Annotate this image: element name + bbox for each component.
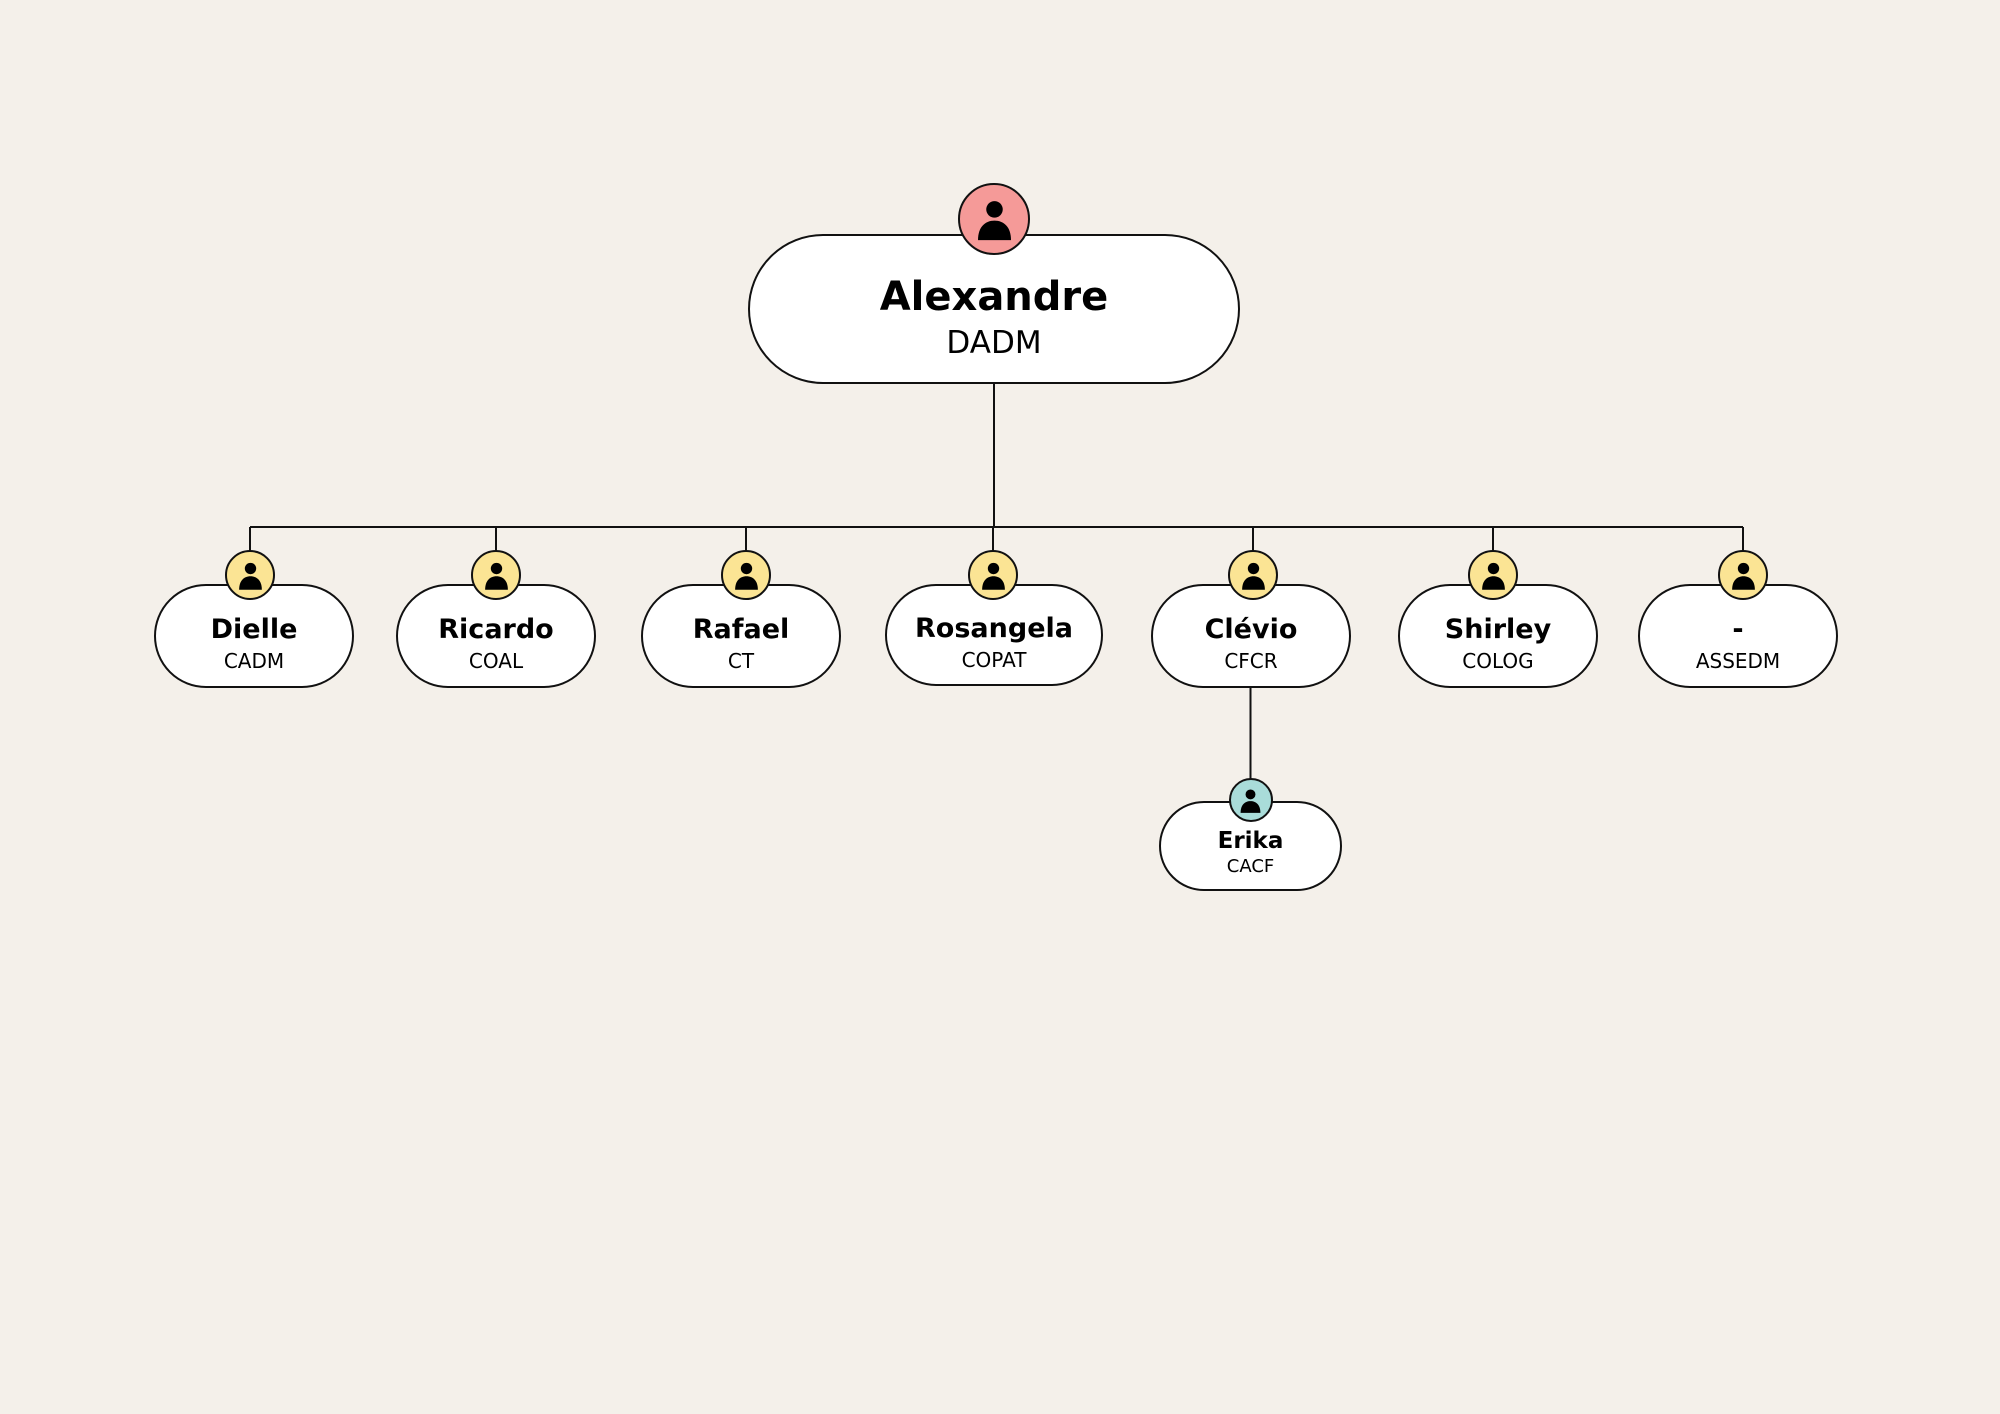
avatar-erika xyxy=(1228,778,1273,822)
user-icon xyxy=(1241,562,1265,590)
unit-code: COAL xyxy=(468,649,524,674)
unit-code: COPAT xyxy=(961,648,1027,673)
person-name: Ricardo xyxy=(438,613,554,645)
unit-code: COLOG xyxy=(1462,649,1534,674)
user-icon xyxy=(1731,562,1755,590)
avatar-rosangela xyxy=(968,550,1018,600)
avatar-root xyxy=(958,183,1030,255)
user-icon xyxy=(1240,788,1261,813)
avatar-dielle xyxy=(225,550,275,600)
avatar-shirley xyxy=(1468,550,1518,600)
unit-code: CACF xyxy=(1226,855,1275,877)
person-name: Clévio xyxy=(1204,613,1298,645)
person-name: Alexandre xyxy=(879,273,1109,320)
person-name: Dielle xyxy=(210,613,298,645)
user-icon xyxy=(238,562,262,590)
avatar-rafael xyxy=(721,550,771,600)
user-icon xyxy=(734,562,758,590)
person-name: Rosangela xyxy=(915,612,1073,644)
person-name: Shirley xyxy=(1444,613,1552,645)
unit-code: CT xyxy=(727,649,755,674)
user-icon xyxy=(484,562,508,590)
avatar-clevio xyxy=(1228,550,1278,600)
person-name: Rafael xyxy=(692,613,790,645)
avatar-ricardo xyxy=(471,550,521,600)
person-name: Erika xyxy=(1217,827,1284,854)
unit-code: CFCR xyxy=(1224,649,1278,674)
user-icon xyxy=(977,200,1011,240)
person-name: - xyxy=(1732,613,1744,645)
unit-code: ASSEDM xyxy=(1695,649,1781,674)
unit-code: CADM xyxy=(223,649,285,674)
unit-code: DADM xyxy=(946,324,1042,361)
user-icon xyxy=(981,562,1005,590)
avatar-unnamed xyxy=(1718,550,1768,600)
user-icon xyxy=(1481,562,1505,590)
